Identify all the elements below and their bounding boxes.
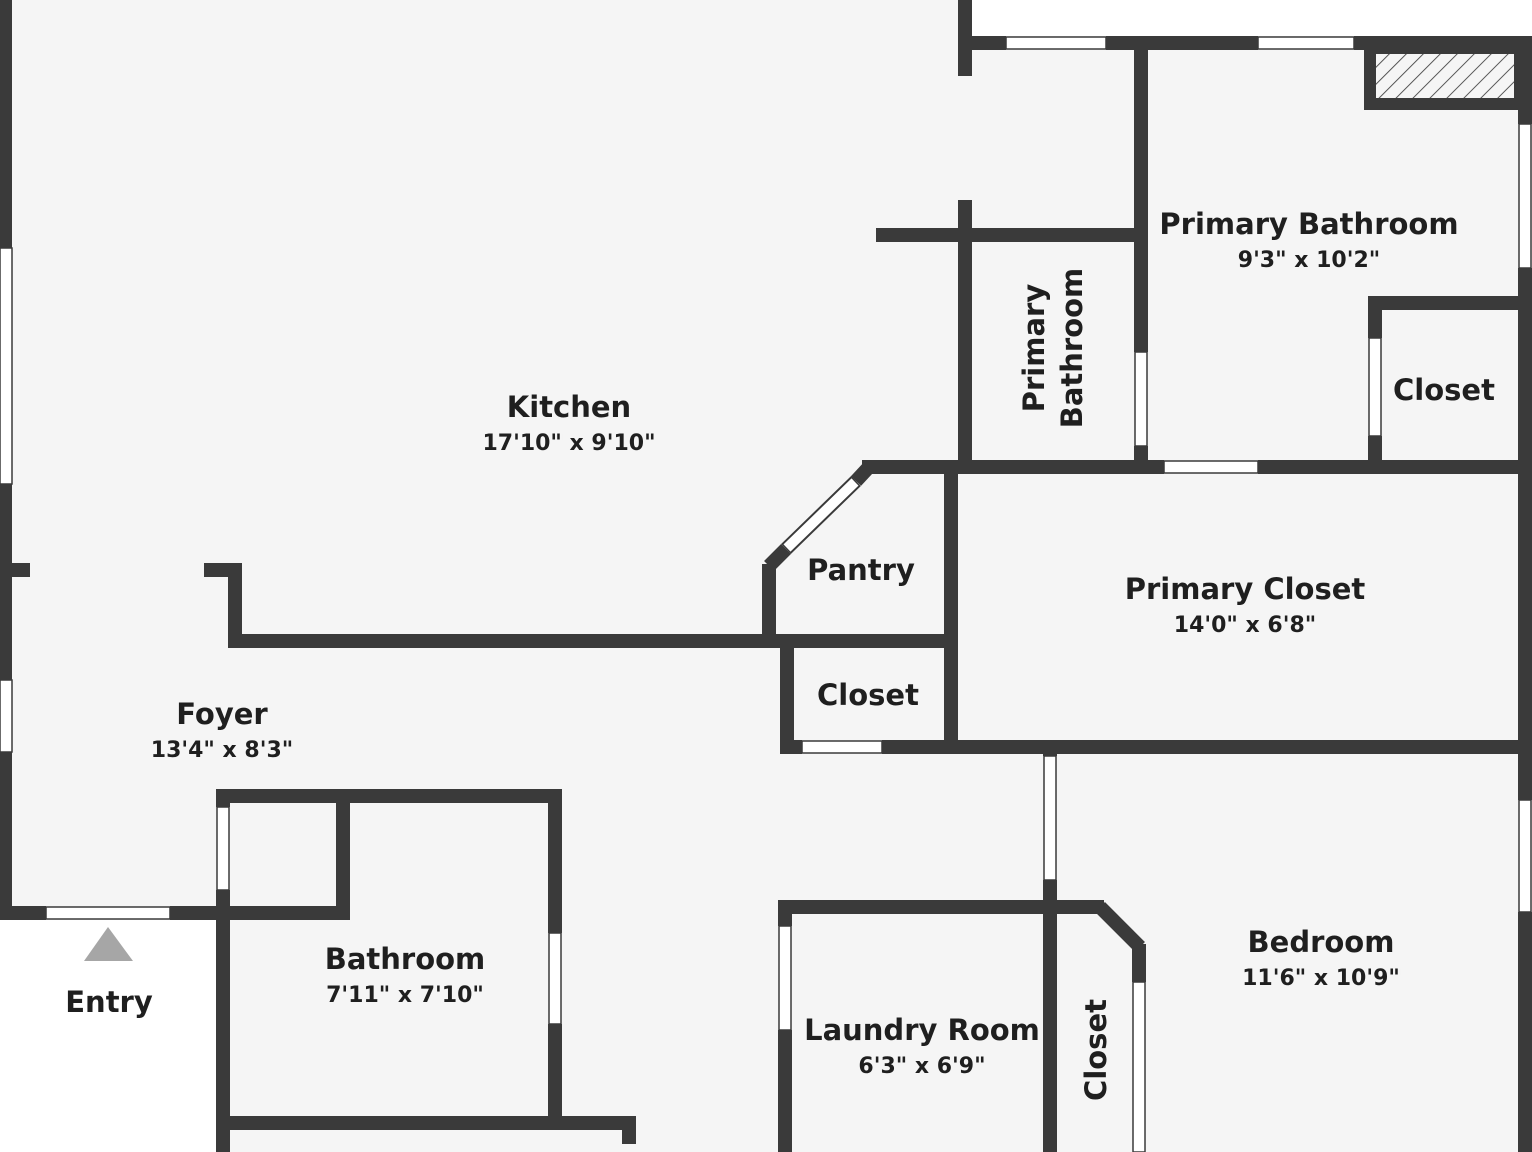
bedroom-size: 11'6" x 10'9" [1242,966,1400,991]
wall-primary-bath-left-upper [1134,36,1148,352]
wall-laundry-right [1043,880,1057,1152]
wall-wc-left [958,200,972,472]
door-primary-bath-left [1134,351,1148,447]
kitchen-name: Kitchen [507,390,631,424]
laundry-closet-name: Closet [1079,999,1113,1101]
hall-closet-name: Closet [817,678,919,712]
window-right-2 [1518,799,1532,913]
door-bedroom [1043,755,1057,881]
wc-name-line1: Primary [1017,284,1051,413]
door-bath-closet [1368,337,1382,437]
wall-bath-bottom [216,1116,636,1130]
wall-pantry-diagonal-bottom [764,544,791,571]
wall-kitchen-bottom [228,634,776,648]
door-laundry-left [778,925,792,1031]
window-top-1 [1005,36,1107,50]
wall-bath-right-upper [548,789,562,933]
room-labels: Kitchen 17'10" x 9'10" Foyer 13'4" x 8'3… [65,205,1497,1104]
primary-bathroom-name: Primary Bathroom [1159,207,1458,241]
primary-bathroom-size: 9'3" x 10'2" [1238,248,1380,273]
windows [0,36,1532,1152]
window-top-2 [1257,36,1355,50]
wall-pantry-right [944,460,958,754]
laundry-room-name: Laundry Room [804,1013,1040,1047]
pantry-name: Pantry [807,553,915,587]
wall-bath-inner-vertical [336,789,350,919]
door-bath-left [216,806,230,891]
wall-laundry-left-lower [778,1030,792,1152]
bathroom-size: 7'11" x 7'10" [326,983,484,1008]
wall-laundry-top [778,900,1104,914]
entry-label: Entry [65,985,153,1019]
wall-hall-closet-bottom-right [882,740,1532,754]
window-left-2 [0,679,13,753]
wall-pantry-bottom [762,634,958,648]
wall-bath-right-lower [548,1024,562,1124]
primary-closet-size: 14'0" x 6'8" [1174,613,1316,638]
wall-laundry-left-upper [778,900,792,926]
wall-kitchen-stub-vertical [228,563,242,648]
wall-right-exterior-2 [1518,268,1532,800]
primary-bathroom-wc-label: Primary Bathroom [1015,265,1092,431]
entry-arrow-icon [84,927,133,961]
wall-bath-left-upper [216,789,230,807]
bath-closet-name: Closet [1393,373,1495,407]
wall-right-exterior-3 [1518,912,1532,1152]
wall-bath-inner-horizontal [216,906,350,920]
door-laundry-closet [1132,981,1146,1152]
wall-entry-bottom-left [0,906,46,920]
wall-pantry-left [762,564,776,648]
wc-name-line2: Bathroom [1055,268,1089,429]
wall-top-right-3 [1354,36,1532,50]
window-pantry-diagonal-inner [783,478,859,552]
wall-right-exterior-1 [1518,36,1532,124]
wall-pantry-diagonal-top [850,462,875,486]
wall-bath-bottom-stub [622,1116,636,1144]
wall-bath-closet-left-upper [1368,296,1382,338]
foyer-size: 13'4" x 8'3" [151,738,293,763]
bathroom-name: Bathroom [325,942,486,976]
wall-hall-closet-bottom-left [780,740,802,754]
wall-mid-horizontal-1 [862,460,1164,474]
wall-mid-horizontal-2 [1258,460,1532,474]
window-bath-right [548,932,562,1025]
wall-laundry-closet-right [1132,944,1146,982]
foyer-name: Foyer [176,697,268,731]
wall-kitchen-stub-horizontal [204,563,242,577]
wall-hall-closet-left [780,644,794,754]
wall-left-stub [0,563,30,577]
wall-bedroom-divider-top [1043,740,1057,756]
wall-bath-closet-left-lower [1368,436,1382,472]
wall-wc-top [876,228,1148,242]
laundry-room-size: 6'3" x 6'9" [858,1054,985,1079]
door-primary-closet [1163,460,1259,474]
entry-door-opening [45,906,171,920]
door-hall-closet [801,740,883,754]
wall-laundry-closet-diagonal [1095,902,1145,952]
primary-closet-name: Primary Closet [1125,572,1366,606]
wall-entry-bottom-right [170,906,230,920]
outside-top-area [972,0,1532,36]
hatched-fixture [1364,42,1526,110]
wall-top-right-2 [1106,36,1258,50]
wall-bath-closet-top [1368,296,1532,310]
wall-bath-left-lower [216,890,230,1152]
kitchen-size: 17'10" x 9'10" [482,431,655,456]
window-left-1 [0,247,13,485]
window-right-1 [1518,123,1532,269]
wall-bath-top [216,789,562,803]
bedroom-name: Bedroom [1248,925,1395,959]
wall-top-right-1 [958,36,1006,50]
